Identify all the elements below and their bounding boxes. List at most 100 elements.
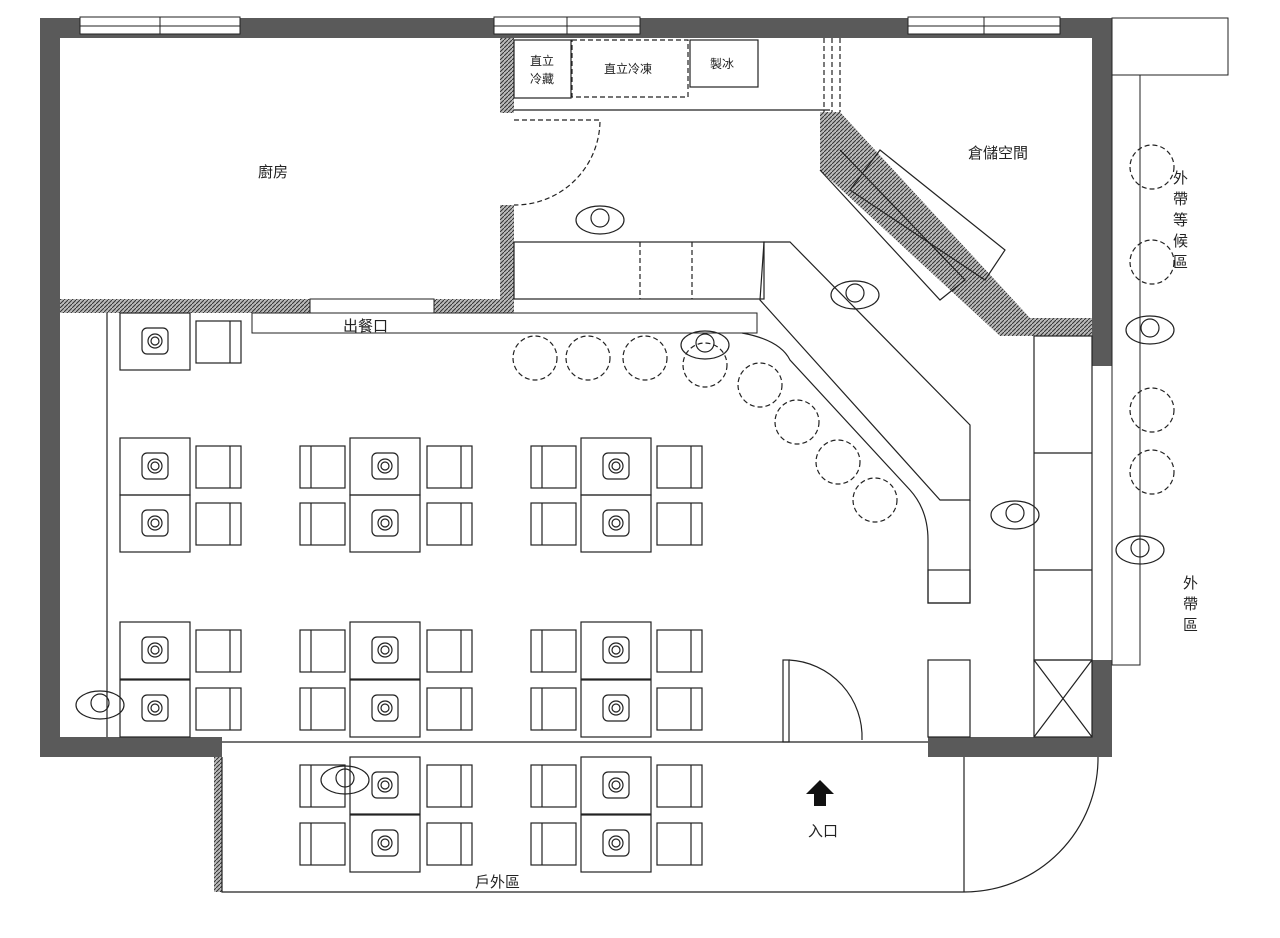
- fridge-label-line2: 冷藏: [530, 72, 554, 86]
- table-centerpiece: [141, 452, 169, 480]
- chair: [530, 687, 577, 731]
- plate-icon: [608, 835, 624, 851]
- table-centerpiece: [371, 636, 399, 664]
- table-centerpiece: [371, 694, 399, 722]
- entrance-door[interactable]: [222, 659, 928, 806]
- table: [349, 621, 421, 680]
- table: [349, 494, 421, 553]
- chair: [530, 764, 577, 808]
- plate-icon: [377, 642, 393, 658]
- appliances: [513, 38, 841, 206]
- stool: [774, 399, 820, 445]
- plate-icon: [147, 700, 163, 716]
- table: [580, 679, 652, 738]
- table-centerpiece: [371, 771, 399, 799]
- table: [119, 312, 191, 371]
- kitchen-walls: [60, 38, 1092, 336]
- table-centerpiece: [602, 636, 630, 664]
- takeout-label: 外帶區: [1181, 575, 1199, 638]
- plate-icon: [147, 458, 163, 474]
- stool: [1129, 144, 1175, 190]
- chair: [656, 822, 703, 866]
- table: [349, 679, 421, 738]
- counters: [106, 149, 1093, 738]
- table: [580, 621, 652, 680]
- chair: [656, 764, 703, 808]
- plate-icon: [608, 515, 624, 531]
- takeout-waiting-label: 外帶等候區: [1171, 170, 1189, 275]
- outdoor-area: [214, 756, 1099, 893]
- plate-icon: [377, 515, 393, 531]
- table-centerpiece: [602, 694, 630, 722]
- storage-label: 倉儲空間: [968, 144, 1028, 162]
- table: [119, 621, 191, 680]
- table-centerpiece: [141, 636, 169, 664]
- outer-walls: [40, 18, 1112, 757]
- fridge-label-line1: 直立: [530, 53, 554, 68]
- furniture: [75, 144, 1175, 873]
- person-icon: [575, 205, 625, 235]
- table-centerpiece: [141, 509, 169, 537]
- table: [349, 437, 421, 496]
- chair: [195, 502, 242, 546]
- stool: [1129, 449, 1175, 495]
- person-icon: [1115, 535, 1165, 565]
- stool: [1129, 239, 1175, 285]
- chair: [426, 629, 473, 673]
- person-icon: [680, 330, 730, 360]
- table: [119, 679, 191, 738]
- chair: [530, 445, 577, 489]
- chair: [656, 445, 703, 489]
- plate-icon: [608, 777, 624, 793]
- person-icon: [320, 765, 370, 795]
- chair: [299, 629, 346, 673]
- chair: [530, 822, 577, 866]
- chair: [299, 502, 346, 546]
- chair: [195, 629, 242, 673]
- chair: [426, 687, 473, 731]
- ice-maker-label: 製冰: [710, 57, 734, 71]
- plate-icon: [608, 458, 624, 474]
- table-centerpiece: [602, 771, 630, 799]
- kitchen-label: 廚房: [258, 163, 288, 181]
- stool: [512, 335, 558, 381]
- chair: [426, 822, 473, 866]
- stool: [737, 362, 783, 408]
- chair: [299, 764, 346, 808]
- plate-icon: [377, 835, 393, 851]
- table: [580, 494, 652, 553]
- table-centerpiece: [141, 694, 169, 722]
- chair: [195, 320, 242, 364]
- chair: [656, 629, 703, 673]
- table-centerpiece: [602, 509, 630, 537]
- chair: [656, 502, 703, 546]
- plate-icon: [377, 458, 393, 474]
- plate-icon: [147, 515, 163, 531]
- windows: [79, 16, 1229, 666]
- freezer-label: 直立冷凍: [604, 61, 652, 76]
- chair: [299, 687, 346, 731]
- chair: [426, 445, 473, 489]
- plate-icon: [608, 642, 624, 658]
- person-icon: [75, 690, 125, 720]
- entrance-arrow-icon: [806, 780, 834, 806]
- outdoor-label: 戶外區: [475, 873, 520, 891]
- stool: [565, 335, 611, 381]
- table: [349, 756, 421, 815]
- plate-icon: [377, 700, 393, 716]
- stool: [852, 477, 898, 523]
- table-centerpiece: [602, 829, 630, 857]
- person-icon: [1125, 315, 1175, 345]
- table-centerpiece: [371, 452, 399, 480]
- plate-icon: [377, 777, 393, 793]
- pickup-window-label: 出餐口: [343, 317, 388, 335]
- table: [119, 494, 191, 553]
- table: [349, 814, 421, 873]
- entrance-label: 入口: [808, 822, 838, 840]
- chair: [530, 502, 577, 546]
- chair: [195, 687, 242, 731]
- table: [580, 814, 652, 873]
- table-centerpiece: [602, 452, 630, 480]
- table: [580, 756, 652, 815]
